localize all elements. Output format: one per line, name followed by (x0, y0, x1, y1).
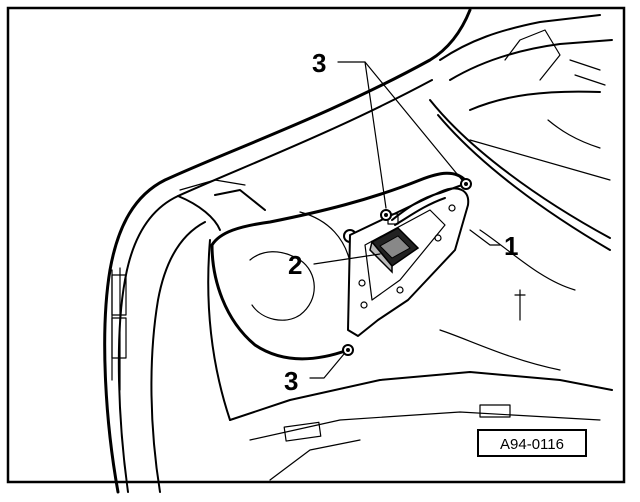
reference-code-box: A94-0116 (477, 429, 587, 457)
mounting-bracket (347, 184, 470, 337)
callout-1: 1 (504, 231, 518, 261)
callout-2: 2 (288, 250, 302, 280)
reference-code: A94-0116 (500, 436, 564, 453)
callout-3-top: 3 (312, 48, 326, 78)
callout-3-bottom: 3 (284, 366, 298, 396)
fastener-nut-bottom (342, 344, 354, 356)
diagram-frame (6, 6, 626, 484)
fastener-nut-right (460, 178, 472, 190)
leader-lines (309, 61, 501, 379)
fastener-nut-top (380, 209, 392, 221)
vehicle-body-outline (103, 8, 613, 494)
control-unit (369, 213, 420, 274)
